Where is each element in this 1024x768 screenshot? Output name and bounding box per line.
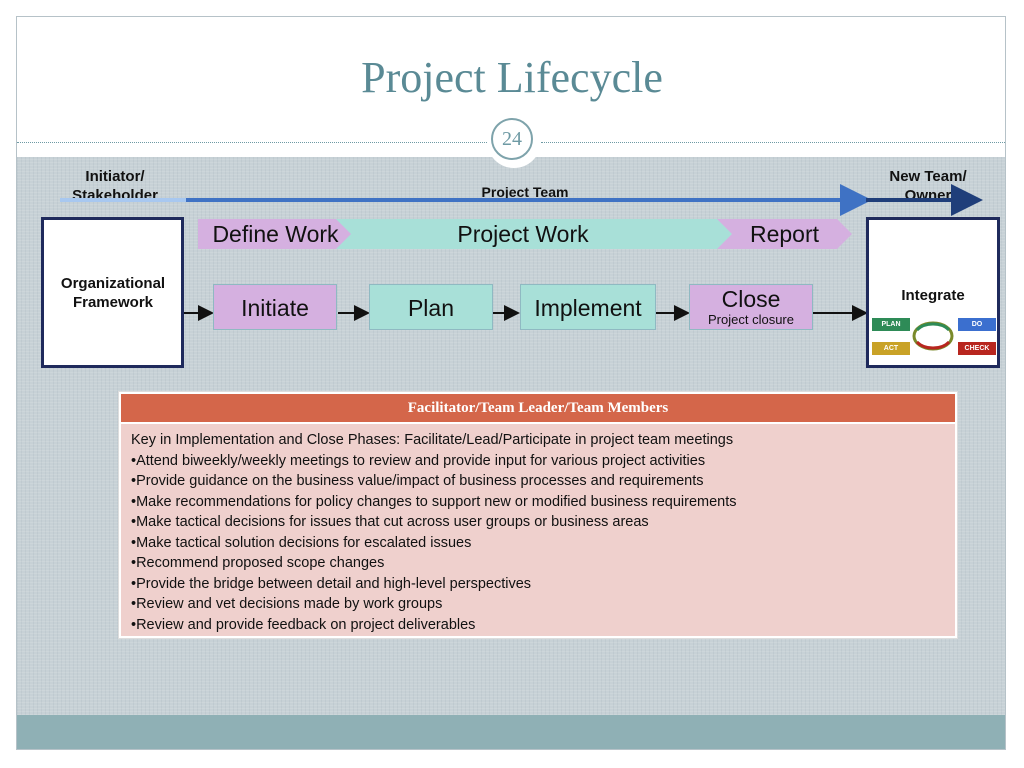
phase-close: Close Project closure [689,284,813,330]
define-work-chevron: Define Work [198,219,353,249]
responsibility-line: •Review and vet decisions made by work g… [131,596,443,612]
responsibility-line: •Provide the bridge between detail and h… [131,575,532,592]
footer-band [17,715,1005,749]
integrate-label: Integrate [901,287,965,304]
project-work-label: Project Work [457,221,589,247]
project-team-label: Project Team [481,184,569,200]
responsibility-line: •Review and provide feedback on project … [131,616,476,633]
pdca-check-tile: CHECK [957,341,997,356]
define-work-chevron-shape [198,219,353,249]
project-work-chevron-shape [336,219,734,249]
responsibility-line: •Provide guidance on the business value/… [131,473,704,489]
phase-close-label: Close [721,286,781,312]
responsibility-line: •Make recommendations for policy changes… [131,493,737,510]
pdca-plan-tile: PLAN [871,317,911,332]
title-divider-right [541,142,1005,143]
responsibilities-table-header: Facilitator/Team Leader/Team Members [121,394,955,422]
responsibility-line: •Recommend proposed scope changes [131,555,385,571]
slide-number: 24 [491,118,533,160]
responsibilities-table: Facilitator/Team Leader/Team Members Key… [118,391,958,639]
phase-plan: Plan [369,284,493,330]
slide-title: Project Lifecycle [361,53,663,102]
title-divider-left [17,142,487,143]
phase-initiate: Initiate [213,284,337,330]
report-chevron: Report [717,219,852,249]
responsibility-line: Key in Implementation and Close Phases: … [131,432,734,448]
organizational-framework-box: Organizational Framework [41,217,184,368]
pdca-cycle-icon [912,321,954,351]
define-work-label: Define Work [212,221,339,247]
report-chevron-shape [717,219,852,249]
responsibility-line: •Make tactical solution decisions for es… [131,534,472,551]
responsibility-line: •Make tactical decisions for issues that… [131,514,649,530]
phase-implement: Implement [520,284,656,330]
integrate-box: Integrate PLAN DO ACT CHECK [866,217,1000,368]
organizational-framework-label: Organizational Framework [60,275,166,311]
phase-close-sublabel: Project closure [708,312,794,327]
responsibilities-table-body: Key in Implementation and Close Phases: … [121,424,955,636]
pdca-act-tile: ACT [871,341,911,356]
pdca-do-tile: DO [957,317,997,332]
project-work-chevron: Project Work [336,219,734,249]
report-label: Report [749,221,820,247]
responsibility-line: •Attend biweekly/weekly meetings to revi… [131,452,706,469]
